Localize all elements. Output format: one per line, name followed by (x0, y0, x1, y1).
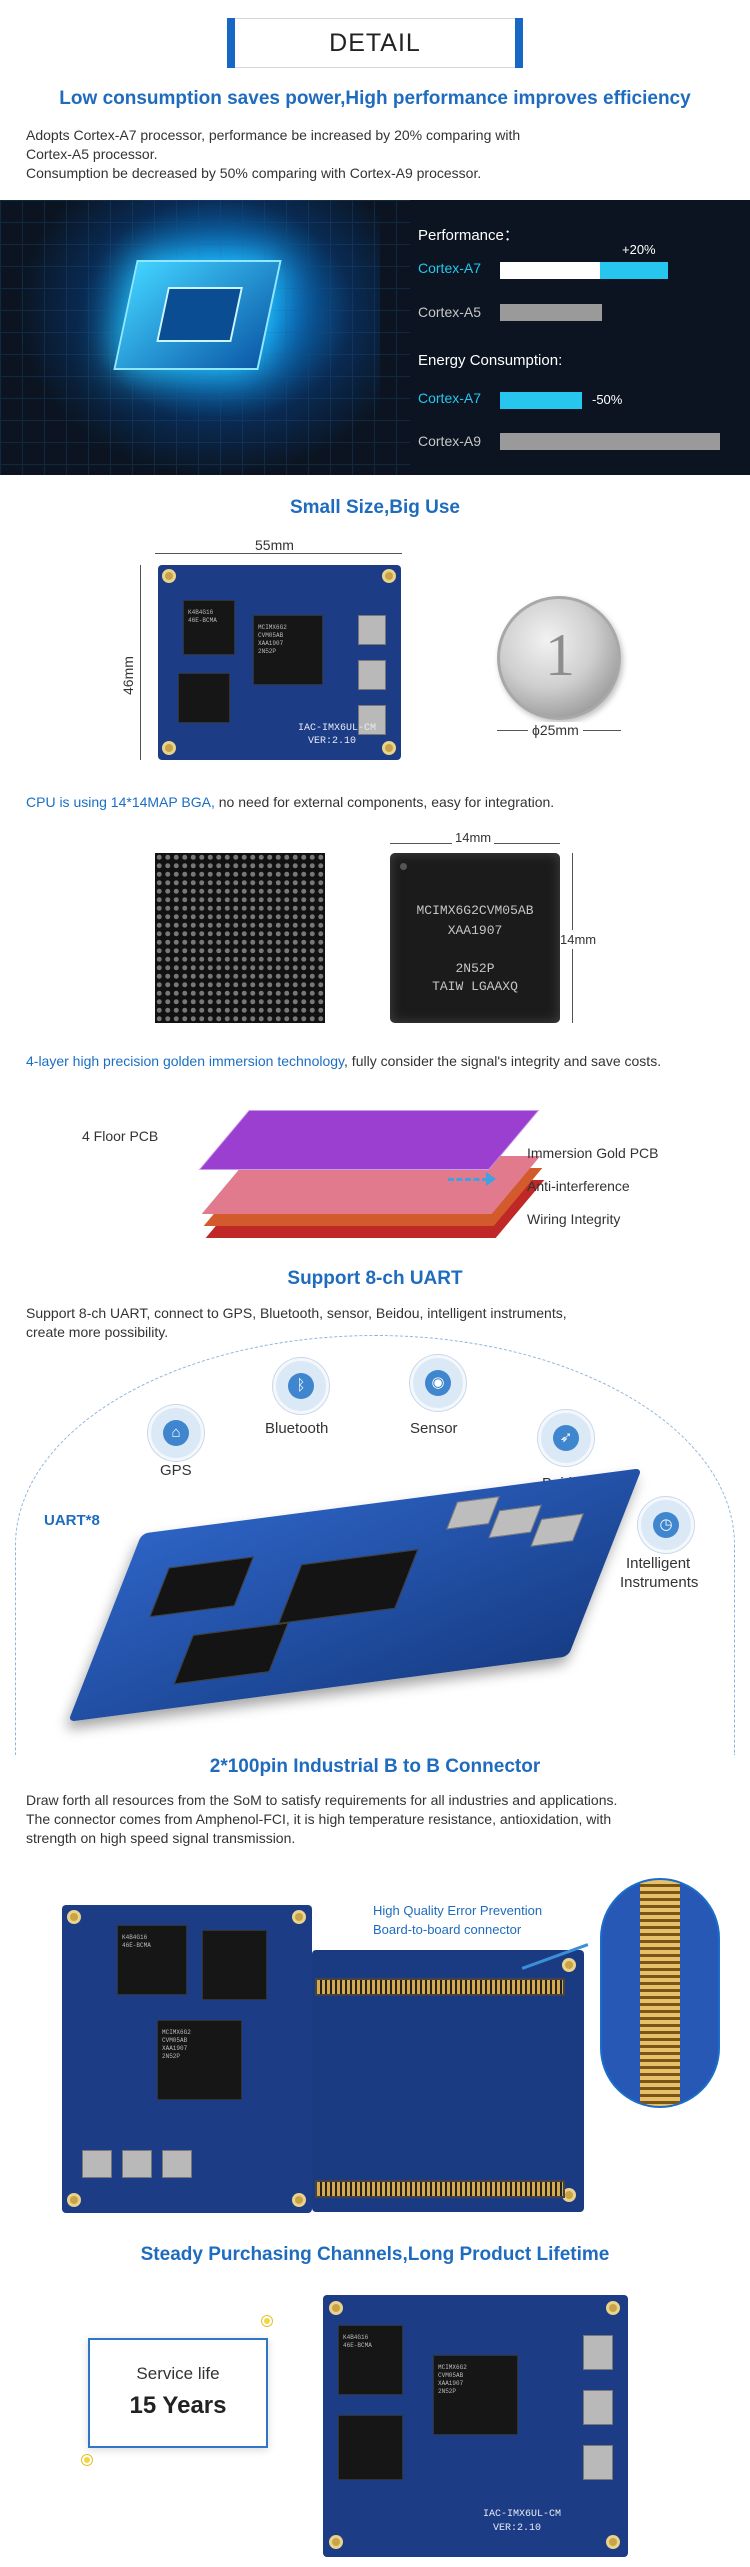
gps-icon: ⌂ (163, 1420, 189, 1446)
chip-line: MCIMX6G2CVM05AB (416, 903, 534, 918)
detail-header: DETAIL (227, 18, 523, 68)
uart-paragraph: Support 8-ch UART, connect to GPS, Bluet… (26, 1304, 726, 1342)
layer-paragraph: 4-layer high precision golden immersion … (26, 1052, 726, 1071)
layer-highlight: 4-layer high precision golden immersion … (26, 1053, 345, 1069)
a5-label: Cortex-A5 (418, 304, 482, 320)
a7-energy-bar (500, 392, 582, 409)
processor-illustration (113, 260, 282, 370)
detail-title: DETAIL (329, 28, 421, 57)
gps-node: ⌂ (148, 1405, 204, 1461)
a7-energy-label: Cortex-A7 (418, 390, 482, 406)
ic-dim-top: 14mm (452, 830, 495, 845)
connector-zoom (600, 1878, 720, 2108)
service-life-value: 15 Years (129, 2392, 227, 2419)
chip-line: XAA1907 (447, 923, 503, 938)
cpu-rest: no need for external components, easy fo… (214, 794, 555, 810)
instruments-label-1: Intelligent (626, 1555, 691, 1572)
processor-chip: MCIMX6G2CVM05AB XAA1907 2N52P TAIW LGAAX… (390, 853, 560, 1023)
section-title-b2b: 2*100pin Industrial B to B Connector (209, 1756, 541, 1777)
callout-line-1: High Quality Error Prevention (373, 1903, 543, 1918)
width-dim-line (155, 553, 402, 554)
height-dim-line (140, 565, 141, 760)
power-line: Cortex-A5 processor. (26, 146, 158, 162)
height-dim-label: 46mm (120, 656, 136, 695)
bluetooth-icon: ᛒ (288, 1373, 314, 1399)
power-paragraph: Adopts Cortex-A7 processor, performance … (26, 126, 726, 183)
sensor-icon: ◉ (425, 1370, 451, 1396)
a9-label: Cortex-A9 (418, 433, 482, 449)
performance-label: Performance： (418, 227, 519, 244)
energy-label: Energy Consumption: (418, 352, 563, 369)
power-line: Adopts Cortex-A7 processor, performance … (26, 127, 521, 143)
service-life-label: Service life (136, 2364, 220, 2383)
layer-arrow (448, 1178, 488, 1181)
b2b-connector-top (315, 1978, 565, 1996)
uart-center-label: UART*8 (44, 1512, 100, 1529)
sensor-node: ◉ (410, 1355, 466, 1411)
pin-dot-bottom (82, 2455, 92, 2465)
performance-banner: Performance： Cortex-A7 +20% Cortex-A5 En… (0, 200, 750, 475)
bluetooth-label: Bluetooth (265, 1420, 329, 1437)
instruments-label-2: Instruments (620, 1574, 699, 1591)
section-title-uart: Support 8-ch UART (287, 1268, 463, 1289)
callout-line-2: Board-to-board connector (373, 1922, 522, 1937)
beidou-node: ➶ (538, 1410, 594, 1466)
layer-rest: , fully consider the signal's integrity … (344, 1053, 662, 1069)
minus-50-label: -50% (592, 392, 623, 407)
layer-item: Anti-interference (527, 1178, 630, 1194)
a9-bar (500, 433, 720, 450)
layer-arrow-head (486, 1172, 496, 1186)
uart-line: create more possibility. (26, 1324, 169, 1340)
a5-bar (500, 304, 602, 321)
board-silk-1: IAC-IMX6UL-CM (298, 723, 377, 734)
b2b-line: Draw forth all resources from the SoM to… (26, 1792, 618, 1808)
board-silk-2: VER:2.10 (308, 736, 357, 747)
b2b-line: The connector comes from Amphenol-FCI, i… (26, 1811, 612, 1827)
uart-line: Support 8-ch UART, connect to GPS, Bluet… (26, 1305, 567, 1321)
floor-pcb-label: 4 Floor PCB (82, 1128, 159, 1144)
plus-20-label: +20% (622, 242, 656, 257)
power-line: Consumption be decreased by 50% comparin… (26, 165, 482, 181)
b2b-connector-bottom (315, 2180, 565, 2198)
section-title-size: Small Size,Big Use (289, 497, 460, 518)
a7-label: Cortex-A7 (418, 260, 482, 276)
coin-illustration (497, 596, 621, 720)
bga-ball-grid (155, 853, 325, 1023)
cpu-highlight: CPU is using 14*14MAP BGA, (26, 794, 215, 810)
b2b-line: strength on high speed signal transmissi… (26, 1830, 296, 1846)
road-icon: ➶ (553, 1425, 579, 1451)
layer-item: Immersion Gold PCB (527, 1145, 659, 1161)
chip-line: TAIW LGAAXQ (432, 979, 518, 994)
sensor-label: Sensor (410, 1420, 458, 1437)
b2b-paragraph: Draw forth all resources from the SoM to… (26, 1791, 726, 1848)
pin-dot-top (262, 2316, 272, 2326)
uart-arc (15, 1335, 735, 1755)
life-board-silk-2: VER:2.10 (493, 2523, 542, 2534)
pcb-layer-1 (198, 1110, 540, 1170)
layer-item: Wiring Integrity (527, 1211, 621, 1227)
service-life-card: Service life 15 Years (88, 2338, 268, 2448)
chip-line: 2N52P (455, 961, 495, 976)
width-dim-label: 55mm (255, 537, 294, 553)
coin-dim-label: ϕ25mm (528, 722, 583, 738)
instruments-node: ◷ (638, 1497, 694, 1553)
section-title-power: Low consumption saves power,High perform… (59, 88, 691, 109)
section-title-life: Steady Purchasing Channels,Long Product … (140, 2244, 610, 2265)
a7-bar-base (500, 262, 600, 279)
gauge-icon: ◷ (653, 1512, 679, 1538)
gps-label: GPS (160, 1462, 192, 1479)
ic-dim-side: 14mm (560, 930, 597, 949)
a7-bar-plus (600, 262, 668, 279)
cpu-paragraph: CPU is using 14*14MAP BGA, no need for e… (26, 793, 726, 812)
bluetooth-node: ᛒ (273, 1358, 329, 1414)
life-board-silk-1: IAC-IMX6UL-CM (483, 2509, 562, 2520)
